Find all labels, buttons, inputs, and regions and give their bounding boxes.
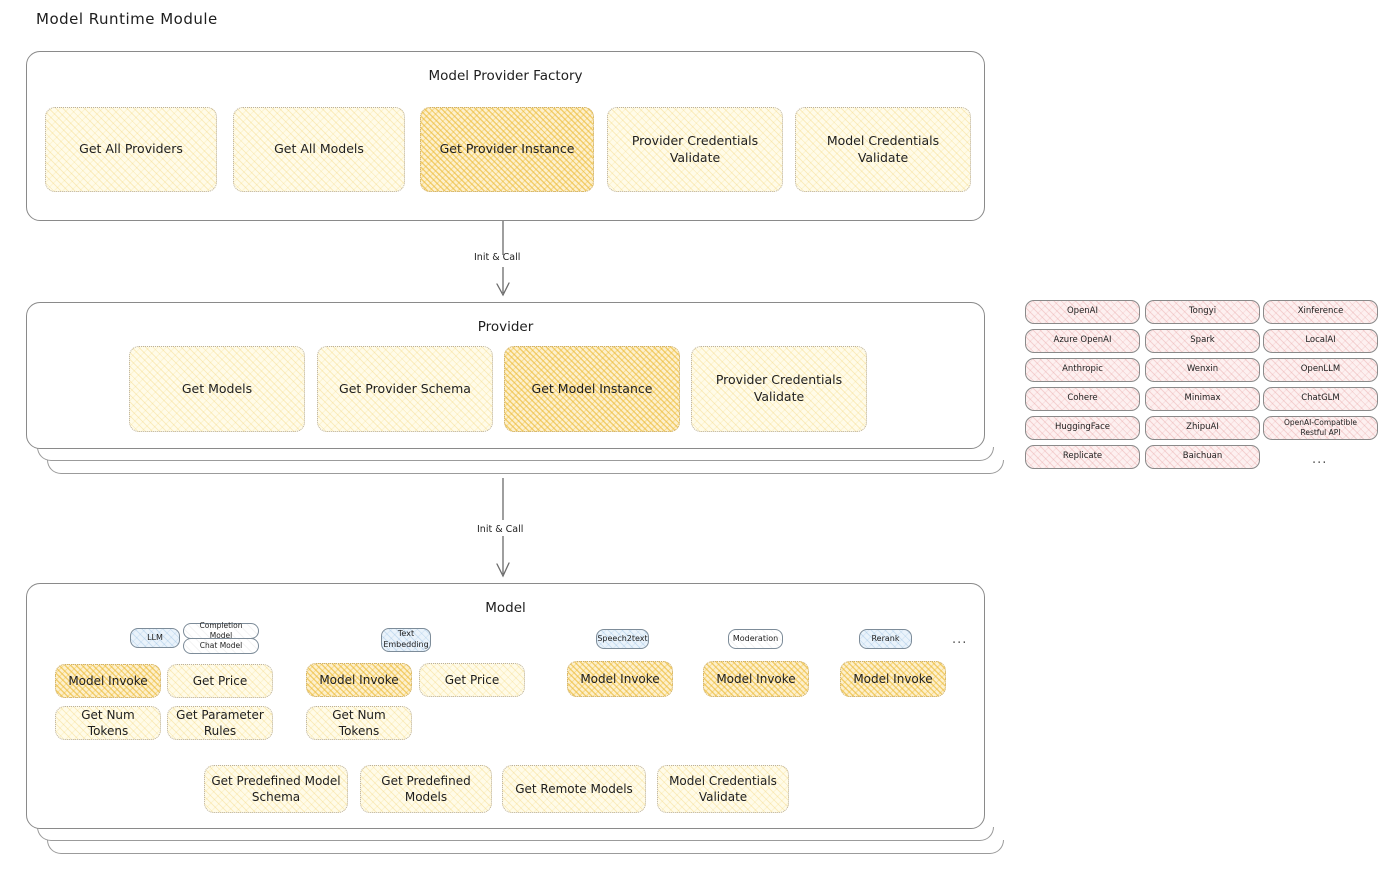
model-method-embedding-get-num-tokens[interactable]: Get Num Tokens <box>306 706 412 740</box>
provider-list-item-openllm[interactable]: OpenLLM <box>1263 358 1378 382</box>
provider-list-item-openai[interactable]: OpenAI <box>1025 300 1140 324</box>
model-method-llm-get-num-tokens[interactable]: Get Num Tokens <box>55 706 161 740</box>
model-subtag-chat-model[interactable]: Chat Model <box>183 638 259 654</box>
provider-list-item-tongyi[interactable]: Tongyi <box>1145 300 1260 324</box>
provider-list-item-zhipuai[interactable]: ZhipuAI <box>1145 416 1260 440</box>
provider-list-item-baichuan[interactable]: Baichuan <box>1145 445 1260 469</box>
factory-title: Model Provider Factory <box>428 68 583 84</box>
factory-node-get-all-providers[interactable]: Get All Providers <box>45 107 217 192</box>
provider-list-item-anthropic[interactable]: Anthropic <box>1025 358 1140 382</box>
provider-list-item-azure-openai[interactable]: Azure OpenAI <box>1025 329 1140 353</box>
model-type-tag-rerank[interactable]: Rerank <box>859 629 912 649</box>
model-type-tag-llm[interactable]: LLM <box>130 628 180 648</box>
provider-node-get-provider-schema[interactable]: Get Provider Schema <box>317 346 493 432</box>
provider-node-provider-credentials-validate[interactable]: Provider Credentials Validate <box>691 346 867 432</box>
factory-node-model-credentials-validate[interactable]: Model Credentials Validate <box>795 107 971 192</box>
model-method-llm-get-parameter-rules[interactable]: Get Parameter Rules <box>167 706 273 740</box>
model-method-embedding-get-price[interactable]: Get Price <box>419 663 525 697</box>
arrow-1-label: Init & Call <box>474 252 521 263</box>
model-common-get-predefined-models[interactable]: Get Predefined Models <box>360 765 492 813</box>
factory-node-provider-credentials-validate[interactable]: Provider Credentials Validate <box>607 107 783 192</box>
page-title: Model Runtime Module <box>36 10 218 28</box>
model-method-llm-model-invoke[interactable]: Model Invoke <box>55 664 161 698</box>
model-method-moderation-model-invoke[interactable]: Model Invoke <box>703 661 809 697</box>
provider-stack-layer-1 <box>37 447 994 461</box>
model-title: Model <box>485 600 526 616</box>
provider-list-item-minimax[interactable]: Minimax <box>1145 387 1260 411</box>
provider-list-item-openai-compatible-restful-api[interactable]: OpenAI-Compatible Restful API <box>1263 416 1378 440</box>
model-subtag-completion-model[interactable]: Completion Model <box>183 621 259 640</box>
provider-list-item-replicate[interactable]: Replicate <box>1025 445 1140 469</box>
provider-list-item-chatglm[interactable]: ChatGLM <box>1263 387 1378 411</box>
arrow-factory-to-provider <box>480 221 526 301</box>
provider-stack-layer-2 <box>47 460 1004 474</box>
provider-list-item-cohere[interactable]: Cohere <box>1025 387 1140 411</box>
model-method-embedding-model-invoke[interactable]: Model Invoke <box>306 663 412 697</box>
provider-node-get-model-instance[interactable]: Get Model Instance <box>504 346 680 432</box>
provider-list-item-wenxin[interactable]: Wenxin <box>1145 358 1260 382</box>
model-common-get-predefined-model-schema[interactable]: Get Predefined Model Schema <box>204 765 348 813</box>
arrow-2-svg <box>496 478 510 578</box>
arrow-provider-to-model <box>480 478 526 582</box>
model-common-get-remote-models[interactable]: Get Remote Models <box>502 765 646 813</box>
arrow-2-label: Init & Call <box>477 524 524 535</box>
model-type-tag-text-embedding[interactable]: Text Embedding <box>381 628 431 652</box>
model-stack-layer-1 <box>37 827 994 841</box>
provider-list-item-huggingface[interactable]: HuggingFace <box>1025 416 1140 440</box>
provider-title: Provider <box>477 319 534 335</box>
model-types-more-dots: ... <box>952 632 968 647</box>
arrow-1-svg <box>496 221 510 297</box>
model-method-speech2text-model-invoke[interactable]: Model Invoke <box>567 661 673 697</box>
provider-list-item-spark[interactable]: Spark <box>1145 329 1260 353</box>
model-method-rerank-model-invoke[interactable]: Model Invoke <box>840 661 946 697</box>
model-method-llm-get-price[interactable]: Get Price <box>167 664 273 698</box>
provider-list-more-dots: ... <box>1312 452 1328 467</box>
model-stack-layer-2 <box>47 840 1004 854</box>
factory-node-get-provider-instance[interactable]: Get Provider Instance <box>420 107 594 192</box>
provider-node-get-models[interactable]: Get Models <box>129 346 305 432</box>
model-type-tag-moderation[interactable]: Moderation <box>728 629 783 649</box>
model-common-model-credentials-validate[interactable]: Model Credentials Validate <box>657 765 789 813</box>
provider-list-item-localai[interactable]: LocalAI <box>1263 329 1378 353</box>
model-type-tag-speech2text[interactable]: Speech2text <box>596 629 649 649</box>
provider-list-item-xinference[interactable]: Xinference <box>1263 300 1378 324</box>
factory-node-get-all-models[interactable]: Get All Models <box>233 107 405 192</box>
